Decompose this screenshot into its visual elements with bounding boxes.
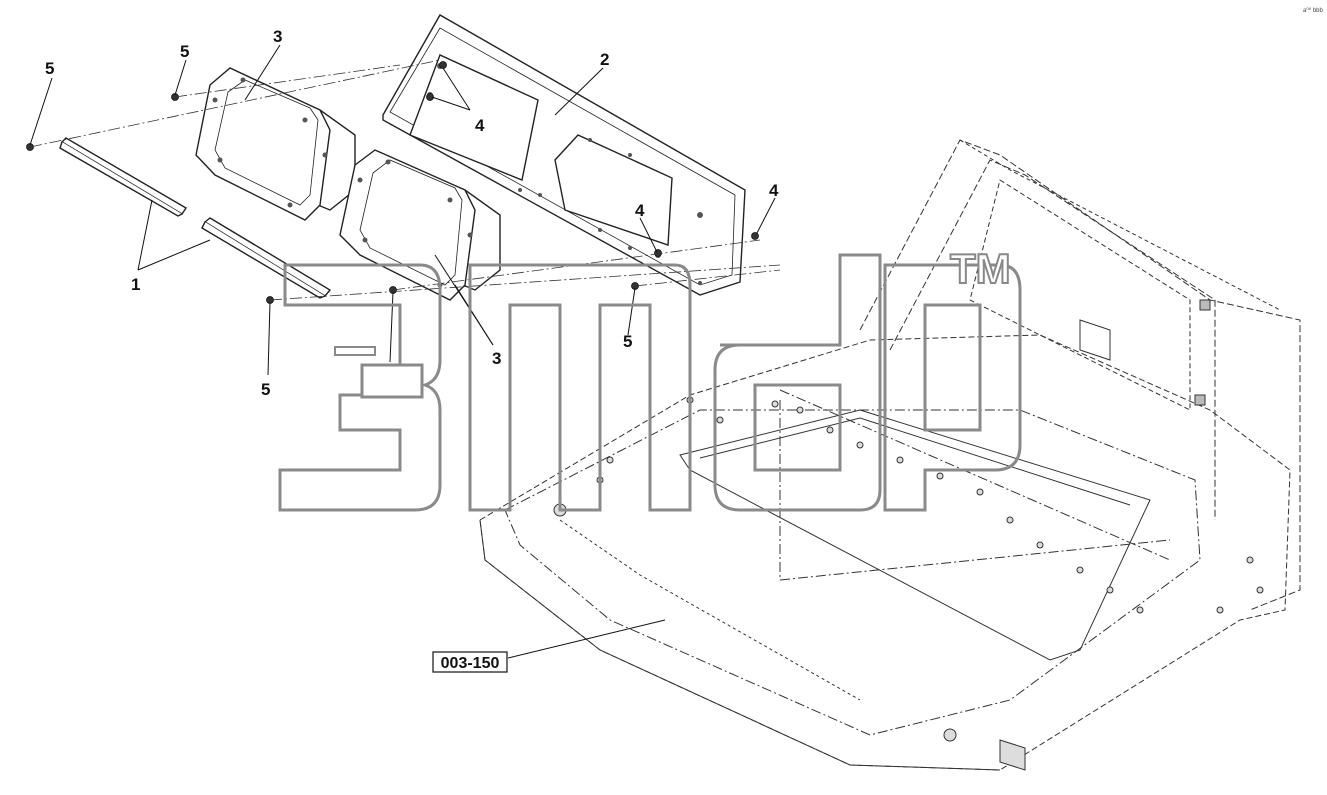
watermark-tm: TM — [950, 245, 1011, 292]
callout-3: 3 — [492, 349, 501, 368]
part-3-frame-lower — [339, 149, 501, 301]
callout-5: 5 — [623, 332, 632, 351]
callout-2: 2 — [600, 50, 609, 69]
reference-box[interactable]: 003-150 — [432, 651, 508, 673]
callout-5: 5 — [45, 59, 54, 78]
part-3-frame-upper — [195, 67, 356, 221]
part-2-panel — [382, 14, 746, 296]
callout-3: 3 — [273, 27, 282, 46]
part-1-rails — [59, 137, 332, 299]
assembly-lines — [29, 59, 781, 301]
callout-4: 4 — [635, 201, 645, 220]
reference-label: 003-150 — [441, 655, 500, 672]
watermark-logo: TM — [278, 244, 1022, 512]
callout-5: 5 — [261, 380, 270, 399]
callout-4: 4 — [475, 116, 485, 135]
corner-mark: a⁰⁰ bbb — [1303, 7, 1323, 14]
callout-1: 1 — [131, 275, 140, 294]
callout-4: 4 — [769, 181, 779, 200]
cab-floor-frame — [479, 139, 1301, 771]
callout-5: 5 — [180, 42, 189, 61]
leader-lines — [29, 44, 776, 659]
